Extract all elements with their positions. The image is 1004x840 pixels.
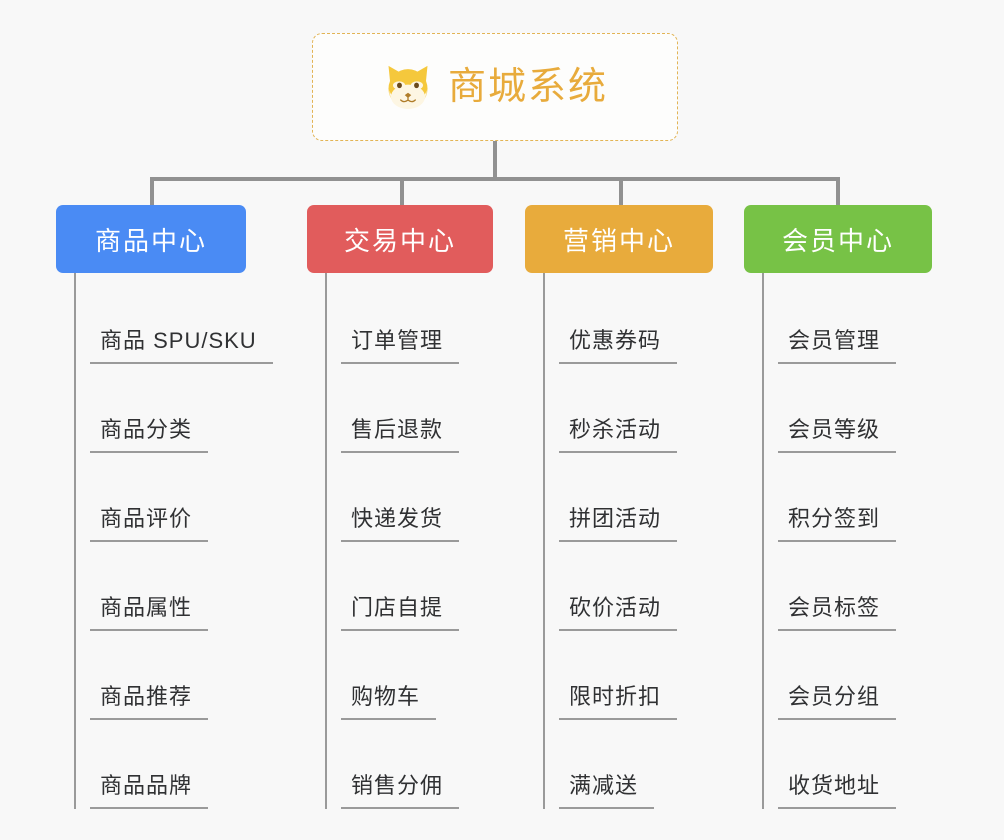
connector-stem: [493, 141, 497, 179]
list-item[interactable]: 收货地址: [762, 720, 932, 809]
list-item-label: 商品 SPU/SKU: [90, 323, 273, 364]
list-item-label: 购物车: [341, 679, 437, 720]
list-item[interactable]: 商品属性: [74, 542, 246, 631]
root-node[interactable]: 商城系统: [312, 33, 678, 141]
list-item[interactable]: 商品 SPU/SKU: [74, 275, 273, 364]
list-item-label: 会员分组: [778, 679, 897, 720]
list-item-label: 商品分类: [90, 412, 209, 453]
connector-drop-2: [400, 177, 404, 205]
connector-drop-1: [150, 177, 154, 205]
connector-drop-3: [619, 177, 623, 205]
column-header-2[interactable]: 营销中心: [525, 205, 713, 273]
list-item-label: 拼团活动: [559, 501, 678, 542]
list-item[interactable]: 砍价活动: [543, 542, 713, 631]
list-item-label: 商品品牌: [90, 768, 209, 809]
column-header-3[interactable]: 会员中心: [744, 205, 932, 273]
list-item[interactable]: 积分签到: [762, 453, 932, 542]
list-item[interactable]: 拼团活动: [543, 453, 713, 542]
list-item-label: 商品推荐: [90, 679, 209, 720]
list-item[interactable]: 门店自提: [325, 542, 493, 631]
list-item[interactable]: 优惠券码: [543, 275, 713, 364]
list-item-label: 秒杀活动: [559, 412, 678, 453]
column-items-0: 商品 SPU/SKU 商品分类 商品评价 商品属性 商品推荐 商品品牌: [74, 273, 273, 809]
list-item-label: 商品属性: [90, 590, 209, 631]
column-items-1: 订单管理 售后退款 快递发货 门店自提 购物车 销售分佣: [325, 273, 493, 809]
list-item[interactable]: 满减送: [543, 720, 713, 809]
list-item[interactable]: 商品评价: [74, 453, 246, 542]
list-item-label: 会员管理: [778, 323, 897, 364]
list-item[interactable]: 快递发货: [325, 453, 493, 542]
column-member-center: 会员中心 会员管理 会员等级 积分签到 会员标签 会员分组 收货地址: [744, 205, 932, 809]
list-item-label: 砍价活动: [559, 590, 678, 631]
list-item-label: 售后退款: [341, 412, 460, 453]
column-header-label: 会员中心: [781, 225, 894, 256]
list-item[interactable]: 销售分佣: [325, 720, 493, 809]
list-item-label: 商品评价: [90, 501, 209, 542]
column-header-label: 交易中心: [343, 225, 456, 256]
column-header-1[interactable]: 交易中心: [307, 205, 493, 273]
column-header-0[interactable]: 商品中心: [56, 205, 246, 273]
list-item[interactable]: 会员分组: [762, 631, 932, 720]
column-marketing-center: 营销中心 优惠券码 秒杀活动 拼团活动 砍价活动 限时折扣 满减送: [525, 205, 713, 809]
list-item-label: 快递发货: [341, 501, 460, 542]
column-spine: [325, 273, 327, 809]
root-title: 商城系统: [447, 66, 608, 108]
connector-drop-4: [836, 177, 840, 205]
list-item-label: 收货地址: [778, 768, 897, 809]
list-item[interactable]: 购物车: [325, 631, 493, 720]
list-item-label: 限时折扣: [559, 679, 678, 720]
column-items-2: 优惠券码 秒杀活动 拼团活动 砍价活动 限时折扣 满减送: [543, 273, 713, 809]
list-item[interactable]: 商品分类: [74, 364, 246, 453]
list-item-label: 优惠券码: [559, 323, 678, 364]
connector-bus: [150, 177, 840, 181]
list-item[interactable]: 会员管理: [762, 275, 932, 364]
shiba-dog-face-icon: [388, 65, 428, 109]
list-item[interactable]: 订单管理: [325, 275, 493, 364]
list-item-label: 会员标签: [778, 590, 897, 631]
list-item[interactable]: 售后退款: [325, 364, 493, 453]
column-spine: [74, 273, 76, 809]
list-item[interactable]: 会员等级: [762, 364, 932, 453]
list-item[interactable]: 商品推荐: [74, 631, 246, 720]
column-spine: [762, 273, 764, 809]
list-item-label: 会员等级: [778, 412, 897, 453]
list-item[interactable]: 限时折扣: [543, 631, 713, 720]
column-header-label: 商品中心: [94, 225, 207, 256]
list-item[interactable]: 商品品牌: [74, 720, 246, 809]
list-item[interactable]: 会员标签: [762, 542, 932, 631]
list-item-label: 满减送: [559, 768, 655, 809]
column-items-3: 会员管理 会员等级 积分签到 会员标签 会员分组 收货地址: [762, 273, 932, 809]
list-item-label: 积分签到: [778, 501, 897, 542]
list-item-label: 门店自提: [341, 590, 460, 631]
list-item[interactable]: 秒杀活动: [543, 364, 713, 453]
list-item-label: 销售分佣: [341, 768, 460, 809]
list-item-label: 订单管理: [341, 323, 460, 364]
column-header-label: 营销中心: [562, 225, 675, 256]
column-spine: [543, 273, 545, 809]
column-trade-center: 交易中心 订单管理 售后退款 快递发货 门店自提 购物车 销售分佣: [307, 205, 493, 809]
column-product-center: 商品中心 商品 SPU/SKU 商品分类 商品评价 商品属性 商品推荐 商品品牌: [56, 205, 273, 809]
